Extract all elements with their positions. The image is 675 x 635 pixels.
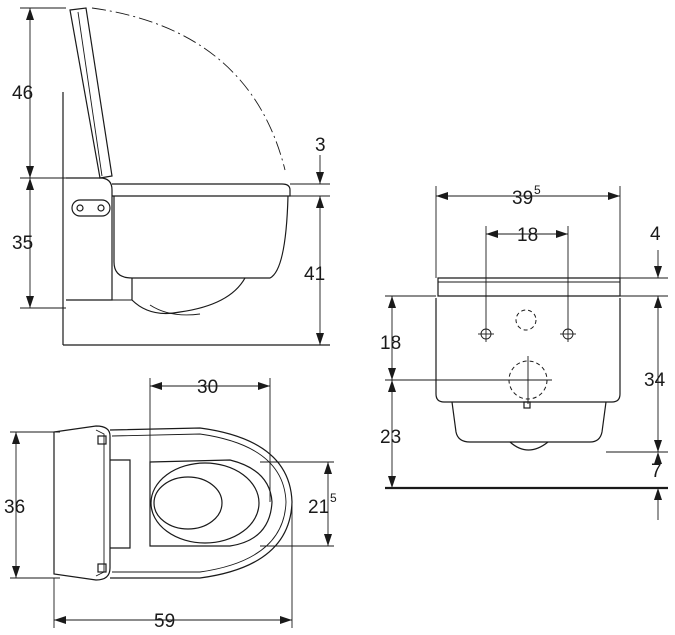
flush-dot-icon [97,204,105,212]
bowl-bottom [131,277,246,315]
water-surface [153,476,223,530]
dim-inlet: 18 [380,333,401,354]
seat [112,183,291,197]
arrow-icon [654,266,662,278]
bowl-detail [149,304,201,316]
dim-bowl-side: 35 [12,233,33,254]
dim-front-height: 34 [644,370,666,391]
bowl-outline [109,427,293,579]
hinge-block [110,459,131,549]
side-view: 46 35 3 41 [12,7,330,346]
lid-edge [77,11,103,177]
mounting-frame [66,177,113,301]
arrow-icon [654,488,662,500]
front-outlet [509,441,549,451]
dim-width-main: 39 [512,188,533,209]
arrow-icon [54,616,66,624]
dim-bowl-sup: 5 [330,491,337,505]
arrow-icon [486,230,498,238]
arrow-icon [654,440,662,452]
arrow-icon [654,452,662,464]
lid-upright [69,7,113,179]
hinge-icon [97,435,107,445]
arrow-icon [324,462,332,474]
bowl-shell [113,195,289,279]
arrow-icon [388,476,396,488]
arrow-icon [608,192,620,200]
front-view: 39 5 18 4 18 34 23 7 [380,183,668,520]
dim-seat: 30 [197,377,218,398]
dim-holes: 18 [517,225,538,246]
arrow-icon [26,8,34,20]
front-base [451,401,607,443]
dim-bowl-main: 21 [308,497,329,518]
dim-outlet: 23 [380,427,401,448]
arrow-icon [316,333,324,345]
dim-length: 59 [154,611,175,632]
lid-swing-arc [91,7,286,171]
dim-top: 4 [650,224,661,245]
arrow-icon [436,192,448,200]
arrow-icon [26,166,34,178]
dim-depth: 36 [4,497,25,518]
inner-bowl [150,462,260,544]
dim-gap: 3 [315,135,326,156]
dim-height: 41 [304,264,325,285]
top-view: 30 36 21 5 59 [4,377,337,632]
mount-hole [515,309,537,331]
seat-opening [149,459,273,547]
arrow-icon [316,196,324,208]
arrow-icon [316,172,324,184]
arrow-icon [654,296,662,308]
arrow-icon [388,368,396,380]
arrow-icon [280,616,292,624]
flush-dot-icon [76,204,84,212]
cistern-frame [53,425,111,581]
flush-button-icon [71,199,111,217]
arrow-icon [26,178,34,190]
arrow-icon [556,230,568,238]
small-screw-icon [523,401,531,409]
arrow-icon [26,296,34,308]
arrow-icon [12,566,20,578]
hinge-icon [97,563,107,573]
dim-floor: 7 [651,461,662,482]
arrow-icon [324,534,332,546]
arrow-icon [12,432,20,444]
arrow-icon [150,382,162,390]
dim-width-sup: 5 [534,183,541,197]
arrow-icon [258,382,270,390]
frame-inner [95,429,105,577]
arrow-icon [388,380,396,392]
arrow-icon [388,296,396,308]
front-seat [437,277,621,297]
dim-lid: 46 [12,83,33,104]
bowl-rim [111,433,287,573]
